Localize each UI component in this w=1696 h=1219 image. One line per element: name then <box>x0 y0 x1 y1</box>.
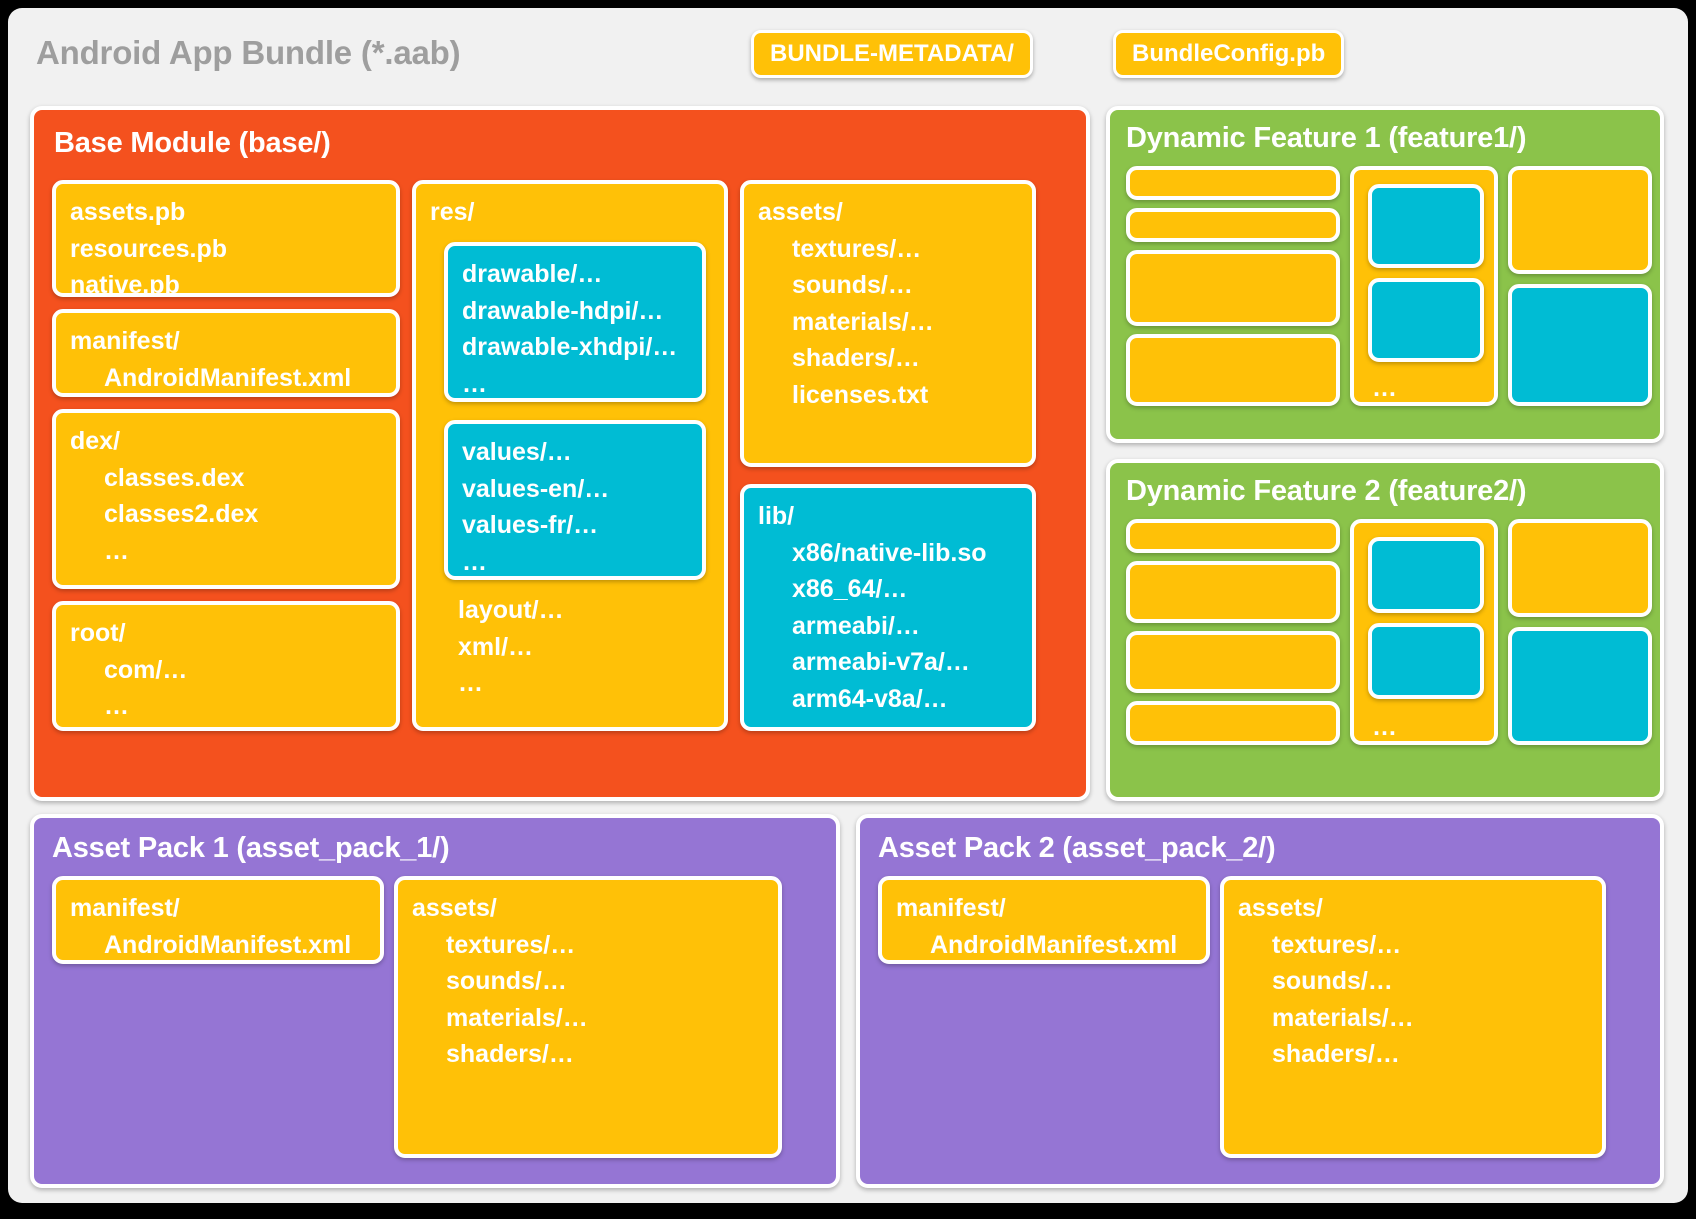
assets-textures-line: textures/… <box>792 234 922 263</box>
assets-pb-line: assets.pb <box>70 198 186 226</box>
asset-pack-2-manifest-card: manifest/ AndroidManifest.xml <box>878 876 1210 964</box>
feature2-file-card <box>1126 519 1340 553</box>
native-pb-line: native.pb <box>70 271 180 297</box>
root-dir-line: root/ <box>70 619 126 647</box>
base-lib-card: lib/ x86/native-lib.so x86_64/… armeabi/… <box>740 484 1036 731</box>
dynamic-feature-2-panel: Dynamic Feature 2 (feature2/) … <box>1106 459 1664 801</box>
base-root-card: root/ com/… … <box>52 601 400 731</box>
android-app-bundle-container: Android App Bundle (*.aab) BUNDLE-METADA… <box>8 8 1688 1203</box>
lib-armeabi-v7a-line: armeabi-v7a/… <box>792 648 970 676</box>
xml-line: xml/… <box>458 632 534 661</box>
layout-line: layout/… <box>458 596 564 624</box>
assets-licenses-line: licenses.txt <box>792 380 929 409</box>
dex-more-line: … <box>104 536 129 565</box>
drawable-xhdpi-line: drawable-xhdpi/… <box>462 333 678 361</box>
assets-textures-line: textures/… <box>446 930 576 959</box>
dex-dir-line: dex/ <box>70 427 121 455</box>
lib-arm64-v8a-line: arm64-v8a/… <box>792 684 948 713</box>
assets-materials-line: materials/… <box>792 307 934 336</box>
feature2-lib-card <box>1508 627 1652 745</box>
feature1-file-card <box>1126 166 1340 200</box>
values-line: values/… <box>462 438 572 466</box>
feature2-file-card <box>1126 701 1340 745</box>
assets-shaders-line: shaders/… <box>446 1040 574 1068</box>
lib-dir-line: lib/ <box>758 502 795 530</box>
assets-sounds-line: sounds/… <box>792 271 913 299</box>
asset-pack-1-assets-card: assets/ textures/… sounds/… materials/… … <box>394 876 782 1158</box>
asset-pack-1-title: Asset Pack 1 (asset_pack_1/) <box>52 832 450 864</box>
feature1-assets-card <box>1508 166 1652 274</box>
feature1-res-nested-card <box>1368 184 1484 268</box>
feature1-res-card: … <box>1350 166 1498 406</box>
lib-x86-64-line: x86_64/… <box>792 575 908 603</box>
root-more-line: … <box>104 692 129 720</box>
base-module-title: Base Module (base/) <box>54 127 331 159</box>
drawable-line: drawable/… <box>462 260 603 288</box>
base-res-card: res/ drawable/… drawable-hdpi/… drawable… <box>412 180 728 731</box>
res-tail-lines: layout/… xml/… … <box>458 592 564 702</box>
assets-shaders-line: shaders/… <box>792 344 920 372</box>
bundle-header: Android App Bundle (*.aab) BUNDLE-METADA… <box>8 8 1688 100</box>
lib-x86-line: x86/native-lib.so <box>792 538 987 567</box>
feature2-res-nested-card <box>1368 537 1484 613</box>
feature2-assets-card <box>1508 519 1652 617</box>
root-com-line: com/… <box>104 655 188 684</box>
res-drawable-card: drawable/… drawable-hdpi/… drawable-xhdp… <box>444 242 706 402</box>
dynamic-feature-2-title: Dynamic Feature 2 (feature2/) <box>1126 475 1527 507</box>
feature2-res-more-line: … <box>1372 713 1397 741</box>
feature1-res-more-line: … <box>1372 374 1397 402</box>
android-manifest-xml-line: AndroidManifest.xml <box>104 363 352 392</box>
bundle-config-chip: BundleConfig.pb <box>1113 30 1345 78</box>
base-assets-card: assets/ textures/… sounds/… materials/… … <box>740 180 1036 467</box>
manifest-dir-line: manifest/ <box>70 327 180 355</box>
feature1-lib-card <box>1508 284 1652 406</box>
feature1-file-card <box>1126 334 1340 406</box>
drawable-hdpi-line: drawable-hdpi/… <box>462 296 664 325</box>
asset-pack-2-assets-card: assets/ textures/… sounds/… materials/… … <box>1220 876 1606 1158</box>
res-more-line: … <box>458 669 483 697</box>
asset-pack-2-title: Asset Pack 2 (asset_pack_2/) <box>878 832 1276 864</box>
values-en-line: values-en/… <box>462 474 610 503</box>
assets-sounds-line: sounds/… <box>446 967 567 995</box>
res-dir-line: res/ <box>430 198 475 226</box>
asset-pack-2-panel: Asset Pack 2 (asset_pack_2/) manifest/ A… <box>856 814 1664 1188</box>
feature1-file-card <box>1126 208 1340 242</box>
assets-materials-line: materials/… <box>446 1003 588 1032</box>
feature2-res-card: … <box>1350 519 1498 745</box>
base-dex-card: dex/ classes.dex classes2.dex … <box>52 409 400 589</box>
asset-pack-1-manifest-card: manifest/ AndroidManifest.xml <box>52 876 384 964</box>
values-more-line: … <box>462 547 487 576</box>
assets-materials-line: materials/… <box>1272 1003 1414 1032</box>
base-proto-files-card: assets.pb resources.pb native.pb <box>52 180 400 297</box>
base-manifest-card: manifest/ AndroidManifest.xml <box>52 309 400 397</box>
dynamic-feature-1-panel: Dynamic Feature 1 (feature1/) … <box>1106 106 1664 443</box>
values-fr-line: values-fr/… <box>462 511 599 539</box>
resources-pb-line: resources.pb <box>70 234 228 263</box>
assets-shaders-line: shaders/… <box>1272 1040 1400 1068</box>
dynamic-feature-1-title: Dynamic Feature 1 (feature1/) <box>1126 122 1527 154</box>
assets-sounds-line: sounds/… <box>1272 967 1393 995</box>
assets-dir-line: assets/ <box>412 894 497 922</box>
feature2-file-card <box>1126 631 1340 693</box>
feature2-res-nested-card <box>1368 623 1484 699</box>
classes2-dex-line: classes2.dex <box>104 500 259 528</box>
assets-dir-line: assets/ <box>758 198 843 226</box>
android-manifest-xml-line: AndroidManifest.xml <box>104 930 352 959</box>
feature1-res-nested-card <box>1368 278 1484 362</box>
manifest-dir-line: manifest/ <box>70 894 180 922</box>
asset-pack-1-panel: Asset Pack 1 (asset_pack_1/) manifest/ A… <box>30 814 840 1188</box>
assets-dir-line: assets/ <box>1238 894 1323 922</box>
manifest-dir-line: manifest/ <box>896 894 1006 922</box>
base-module-panel: Base Module (base/) assets.pb resources.… <box>30 106 1090 801</box>
assets-textures-line: textures/… <box>1272 930 1402 959</box>
page-title: Android App Bundle (*.aab) <box>36 34 461 71</box>
feature2-file-card <box>1126 561 1340 623</box>
android-manifest-xml-line: AndroidManifest.xml <box>930 930 1178 959</box>
bundle-metadata-chip: BUNDLE-METADATA/ <box>751 30 1033 78</box>
classes-dex-line: classes.dex <box>104 463 245 492</box>
drawable-more-line: … <box>462 369 487 398</box>
lib-armeabi-line: armeabi/… <box>792 611 920 640</box>
feature1-file-card <box>1126 250 1340 326</box>
res-values-card: values/… values-en/… values-fr/… … <box>444 420 706 580</box>
